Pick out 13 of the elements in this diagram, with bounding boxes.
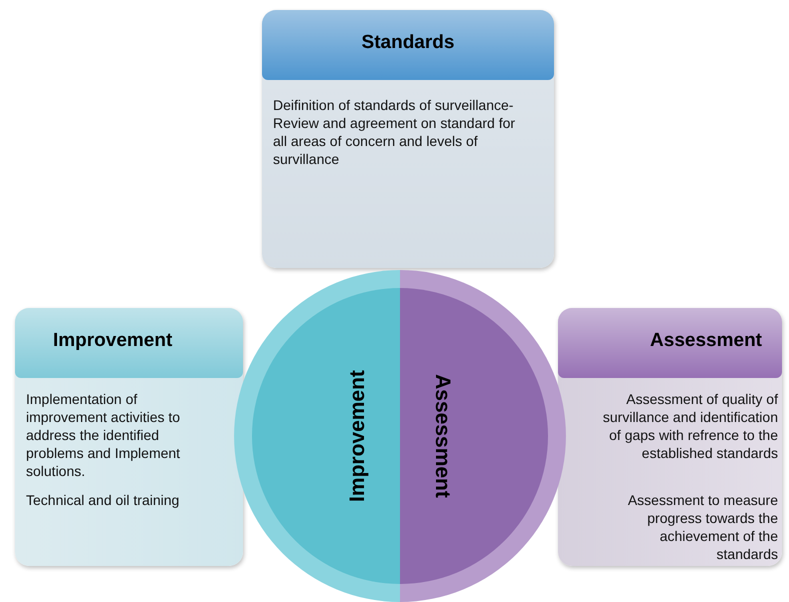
text-panel bbox=[262, 10, 554, 268]
panel-heading: Improvement bbox=[53, 330, 172, 352]
panel-text: Technical and oil training bbox=[26, 491, 180, 509]
panel-text: Deifinition of standards of surveillance-Review and agreement on standard for all areas of concern and levels of survillance bbox=[273, 96, 516, 168]
panel-text: Assessment to measure progress towards the achievement of the standards bbox=[626, 491, 778, 563]
vertical-label: Improvement bbox=[346, 370, 370, 502]
text-panel bbox=[15, 308, 243, 566]
panel-text: Implementation of improvement activities to address the identified problems and Implement solutions. bbox=[26, 390, 182, 480]
panel-heading: Assessment bbox=[650, 330, 762, 352]
vertical-label: Assessment bbox=[430, 374, 454, 498]
panel-text: Assessment of quality of survillance and identification of gaps with refrence to the established standards bbox=[602, 390, 778, 462]
text-panel bbox=[558, 308, 782, 566]
panel-heading: Standards bbox=[360, 32, 456, 54]
